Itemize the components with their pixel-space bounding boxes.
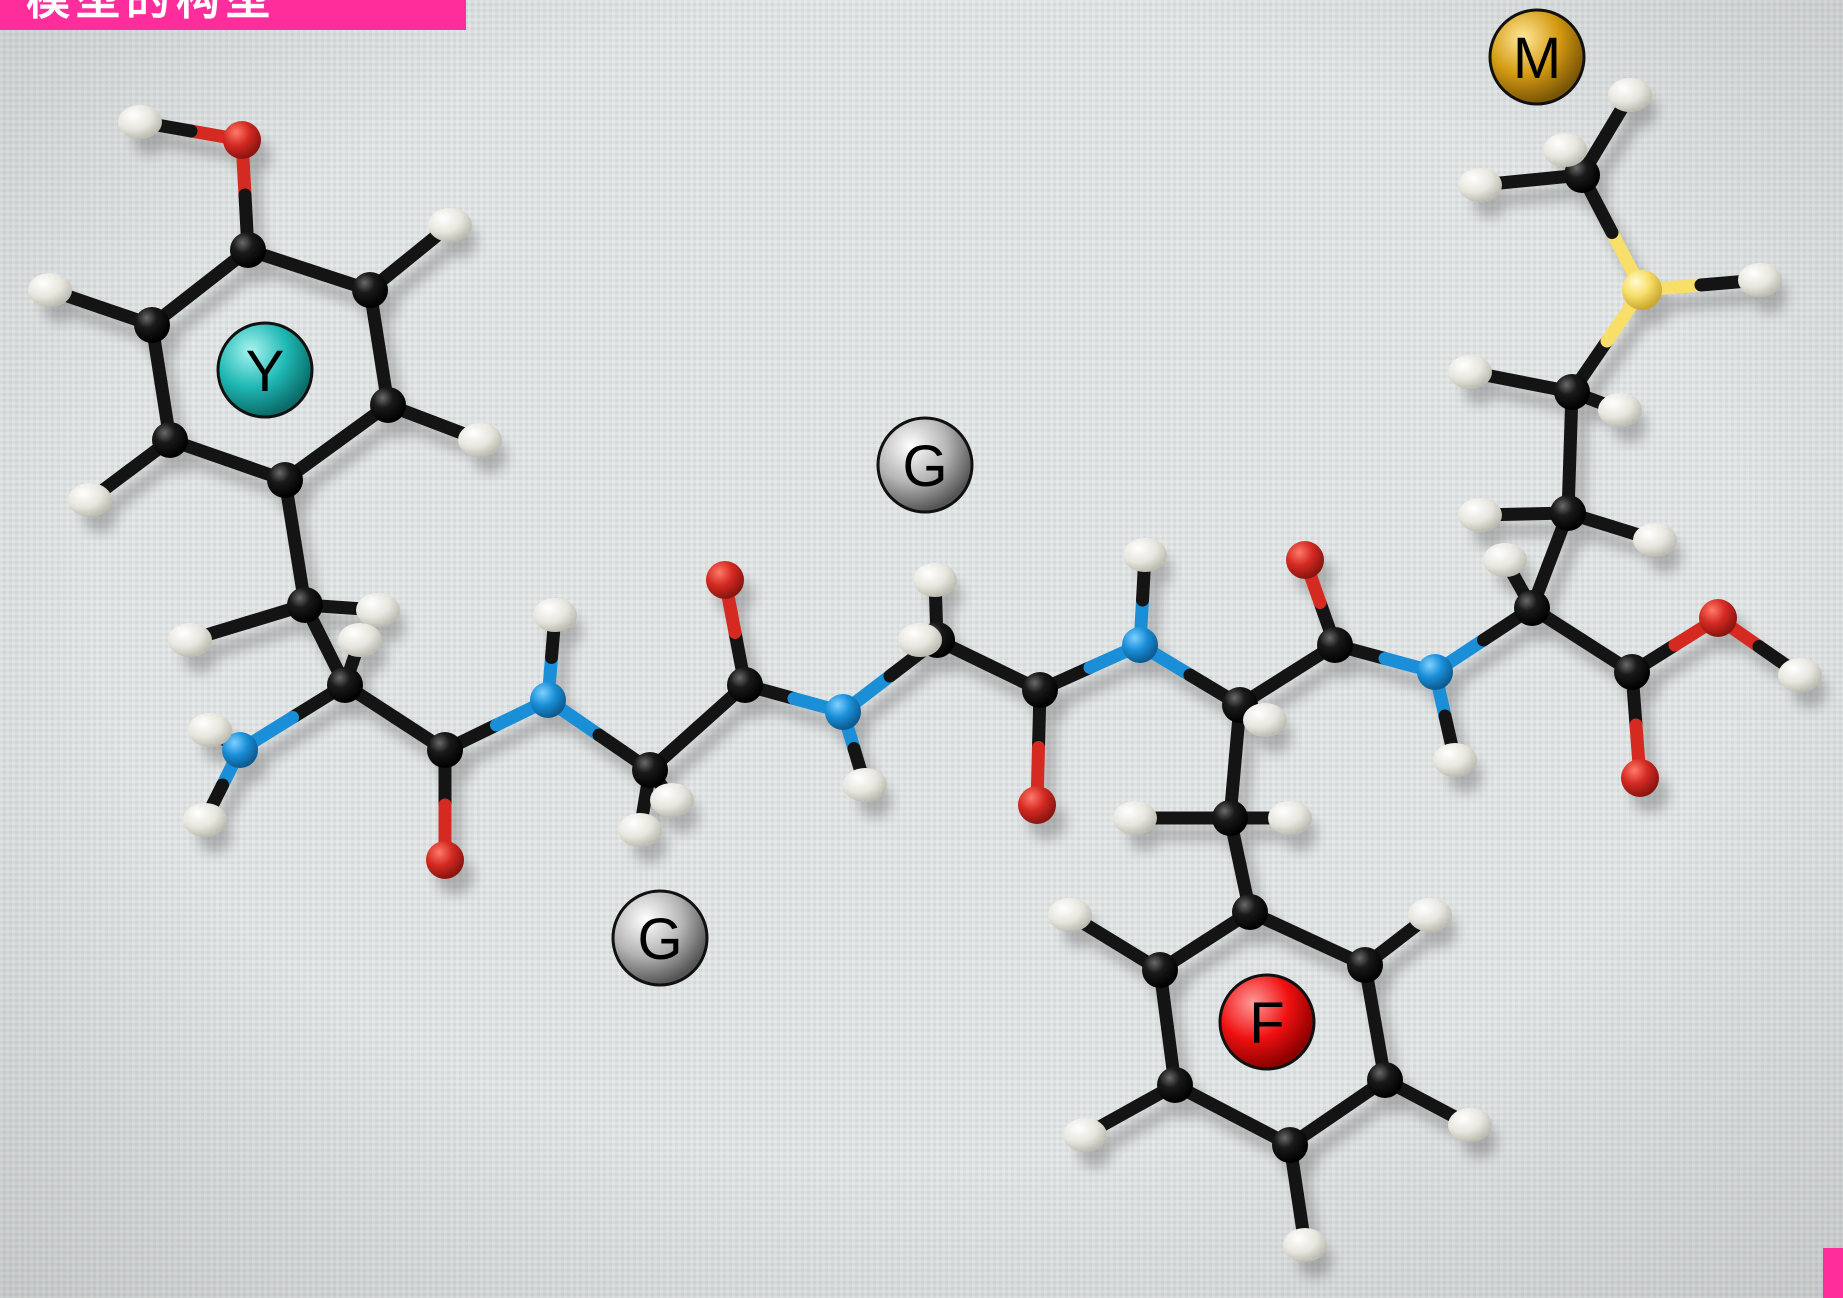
residue-badge-g-2: G bbox=[611, 889, 709, 987]
hydrogen-atom-g1H1 bbox=[618, 813, 662, 847]
residue-badge-g-1: G bbox=[876, 416, 974, 514]
hydrogen-atom-mCGH1 bbox=[1448, 355, 1492, 389]
carbon-atom-y5 bbox=[152, 422, 188, 458]
carbon-atom-g1C bbox=[727, 667, 763, 703]
carbon-atom-f5 bbox=[1157, 1067, 1193, 1103]
residue-badge-layer: Y G G F M bbox=[216, 8, 1586, 1071]
hydrogen-atom-yOH bbox=[118, 105, 162, 139]
oxygen-atom-mO2 bbox=[1621, 759, 1659, 797]
oxygen-atom-mO1 bbox=[1699, 599, 1737, 637]
nitrogen-atom-fN bbox=[1122, 627, 1158, 663]
hydrogen-atom-f6H bbox=[1048, 898, 1092, 932]
hydrogen-atom-yCBH1 bbox=[168, 623, 212, 657]
carbon-atom-y4 bbox=[267, 462, 303, 498]
carbon-atom-y6 bbox=[134, 307, 170, 343]
hydrogen-atom-f4H bbox=[1283, 1228, 1327, 1262]
carbon-atom-yC bbox=[427, 732, 463, 768]
title-banner: 模型的构型 bbox=[0, 0, 466, 30]
hydrogen-atom-mCEH3 bbox=[1543, 133, 1587, 167]
hydrogen-atom-mCGH2 bbox=[1598, 393, 1642, 427]
residue-badge-circle bbox=[1218, 973, 1316, 1071]
hydrogen-atom-f5H bbox=[1063, 1118, 1107, 1152]
hydrogen-atom-mCEH2 bbox=[1608, 78, 1652, 112]
hydrogen-atom-yNH2 bbox=[183, 803, 227, 837]
hydrogen-atom-g2NH bbox=[843, 768, 887, 802]
carbon-atom-fC bbox=[1317, 627, 1353, 663]
residue-badge-letter: Y bbox=[246, 339, 285, 404]
nitrogen-atom-yN bbox=[222, 732, 258, 768]
carbon-atom-mCE bbox=[1564, 157, 1600, 193]
hydrogen-atom-fCBH2 bbox=[1268, 801, 1312, 835]
carbon-atom-mCB bbox=[1550, 495, 1586, 531]
oxygen-atom-fCO bbox=[1286, 541, 1324, 579]
residue-badge-m-4: M bbox=[1488, 8, 1586, 106]
hydrogen-atom-mSH bbox=[1738, 263, 1782, 297]
hydrogen-atom-g1NH bbox=[533, 598, 577, 632]
residue-badge-letter: M bbox=[1513, 26, 1561, 91]
corner-tab bbox=[1823, 1248, 1843, 1298]
title-text: 模型的构型 bbox=[26, 0, 276, 22]
hydrogen-atom-fCAH bbox=[1243, 703, 1287, 737]
residue-badge-circle bbox=[216, 321, 314, 419]
hydrogen-atom-mCBH1 bbox=[1458, 498, 1502, 532]
carbon-atom-g1CA bbox=[632, 752, 668, 788]
hydrogen-atom-y6H bbox=[28, 273, 72, 307]
hydrogen-atom-yNH1 bbox=[188, 713, 232, 747]
carbon-atom-yCB bbox=[287, 587, 323, 623]
hydrogen-atom-y3H bbox=[458, 423, 502, 457]
hydrogen-atom-yCBH2 bbox=[356, 593, 400, 627]
hydrogen-atom-fCBH1 bbox=[1113, 801, 1157, 835]
hydrogen-atom-y2H bbox=[428, 208, 472, 242]
residue-badge-circle bbox=[876, 416, 974, 514]
carbon-atom-f4 bbox=[1272, 1127, 1308, 1163]
carbon-atom-mC bbox=[1614, 654, 1650, 690]
carbon-atom-f2 bbox=[1347, 947, 1383, 983]
nitrogen-atom-mN bbox=[1417, 654, 1453, 690]
carbon-atom-f3 bbox=[1367, 1062, 1403, 1098]
oxygen-atom-yO bbox=[223, 121, 261, 159]
hydrogen-atom-g2H2 bbox=[898, 623, 942, 657]
hydrogen-atom-g1H2 bbox=[650, 783, 694, 817]
oxygen-atom-g2CO bbox=[1018, 786, 1056, 824]
residue-badge-circle bbox=[611, 889, 709, 987]
hydrogen-atom-mCEH1 bbox=[1458, 168, 1502, 202]
residue-badge-letter: G bbox=[637, 907, 682, 972]
carbon-atom-yCA bbox=[327, 667, 363, 703]
oxygen-atom-g1CO bbox=[706, 561, 744, 599]
carbon-atom-f1 bbox=[1232, 894, 1268, 930]
residue-badge-letter: G bbox=[902, 434, 947, 499]
carbon-atom-f6 bbox=[1142, 952, 1178, 988]
residue-badge-letter: F bbox=[1249, 991, 1284, 1056]
nitrogen-atom-g1N bbox=[530, 682, 566, 718]
residue-badge-f-3: F bbox=[1218, 973, 1316, 1071]
carbon-atom-mCG bbox=[1554, 374, 1590, 410]
atom-layer bbox=[28, 78, 1822, 1262]
carbon-atom-y1 bbox=[230, 232, 266, 268]
carbon-atom-y2 bbox=[352, 272, 388, 308]
hydrogen-atom-f3H bbox=[1448, 1108, 1492, 1142]
carbon-atom-y3 bbox=[370, 387, 406, 423]
hydrogen-atom-g2H1 bbox=[913, 563, 957, 597]
hydrogen-atom-mO1H bbox=[1778, 658, 1822, 692]
hydrogen-atom-yCAH bbox=[338, 623, 382, 657]
sulfur-atom-mS bbox=[1622, 270, 1662, 310]
hydrogen-atom-fNH bbox=[1123, 538, 1167, 572]
hydrogen-atom-y5H bbox=[68, 483, 112, 517]
hydrogen-atom-f2H bbox=[1408, 898, 1452, 932]
hydrogen-atom-mNH bbox=[1433, 743, 1477, 777]
carbon-atom-mCA bbox=[1514, 590, 1550, 626]
residue-badge-circle bbox=[1488, 8, 1586, 106]
residue-badge-y-0: Y bbox=[216, 321, 314, 419]
hydrogen-atom-mCAH bbox=[1483, 543, 1527, 577]
nitrogen-atom-g2N bbox=[825, 694, 861, 730]
carbon-atom-g2C bbox=[1022, 672, 1058, 708]
hydrogen-atom-mCBH2 bbox=[1633, 523, 1677, 557]
carbon-atom-fCB bbox=[1212, 800, 1248, 836]
oxygen-atom-yCO bbox=[426, 841, 464, 879]
